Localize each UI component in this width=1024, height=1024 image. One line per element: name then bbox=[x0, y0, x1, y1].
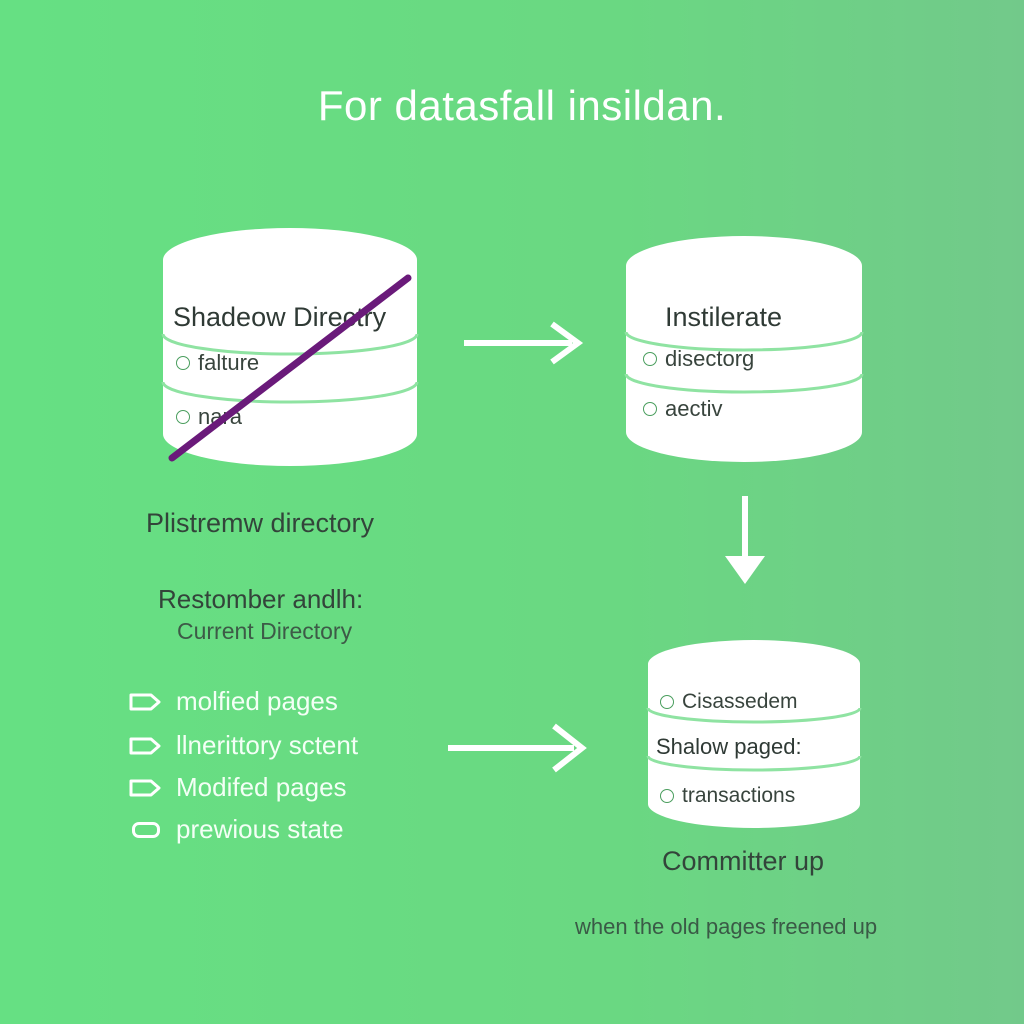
shadow-row-1-label: falture bbox=[198, 350, 260, 375]
committer-caption: Committer up bbox=[662, 846, 825, 876]
insilerate-row-2: aectiv bbox=[643, 396, 722, 422]
current-directory-caption: Current Directory bbox=[177, 618, 353, 644]
left-directory-caption: Plistremw directory bbox=[146, 508, 375, 538]
circle-icon bbox=[176, 410, 190, 424]
legend-label-4: prewious state bbox=[176, 814, 344, 844]
restomber-caption: Restomber andlh: bbox=[158, 584, 364, 614]
pill-icon bbox=[132, 821, 160, 838]
circle-icon bbox=[176, 356, 190, 370]
arrow-right-top-icon bbox=[464, 321, 584, 365]
legend-item: Modifed pages bbox=[128, 772, 347, 803]
circle-icon bbox=[643, 352, 657, 366]
arrow-down-icon bbox=[725, 496, 765, 584]
shadow-row-1: falture bbox=[176, 350, 259, 376]
shadow-directory-title: Shadeow Directry bbox=[173, 302, 387, 332]
insilerate-cylinder: Instilerate disectorg aectiv bbox=[623, 228, 865, 468]
legend-label-1: molfied pages bbox=[176, 686, 338, 716]
diagram-title: For datasfall insildan. bbox=[317, 82, 727, 129]
tag-icon bbox=[129, 737, 161, 754]
legend-item: llnerittory sctent bbox=[128, 730, 358, 761]
legend-item: prewious state bbox=[128, 814, 344, 845]
footnote-caption: when the old pages freened up bbox=[575, 914, 878, 939]
committed-cylinder: Cisassedem Shalow paged: transactions bbox=[646, 632, 862, 832]
legend-item: molfied pages bbox=[128, 686, 338, 717]
committed-row-3-label: transactions bbox=[682, 784, 796, 807]
circle-icon bbox=[660, 789, 674, 803]
insilerate-row-2-label: aectiv bbox=[665, 396, 723, 421]
committed-row-3: transactions bbox=[660, 784, 795, 808]
shadow-directory-cylinder: Shadeow Directry falture nara bbox=[160, 222, 420, 472]
cylinder-shape bbox=[646, 640, 862, 828]
cylinder-shape bbox=[624, 236, 864, 462]
committed-row-2: Shalow paged: bbox=[656, 734, 802, 759]
tag-icon bbox=[129, 779, 161, 796]
committed-row-1-label: Cisassedem bbox=[682, 690, 798, 713]
legend-label-3: Modifed pages bbox=[176, 772, 347, 802]
circle-icon bbox=[660, 695, 674, 709]
insilerate-row-1: disectorg bbox=[643, 346, 754, 372]
arrow-right-bottom-icon bbox=[448, 723, 587, 773]
strike-through-line bbox=[168, 274, 412, 462]
committed-row-1: Cisassedem bbox=[660, 690, 798, 714]
insilerate-row-1-label: disectorg bbox=[665, 346, 755, 371]
circle-icon bbox=[643, 402, 657, 416]
legend-label-2: llnerittory sctent bbox=[176, 730, 359, 760]
tag-icon bbox=[129, 693, 161, 710]
insilerate-title: Instilerate bbox=[665, 302, 783, 332]
